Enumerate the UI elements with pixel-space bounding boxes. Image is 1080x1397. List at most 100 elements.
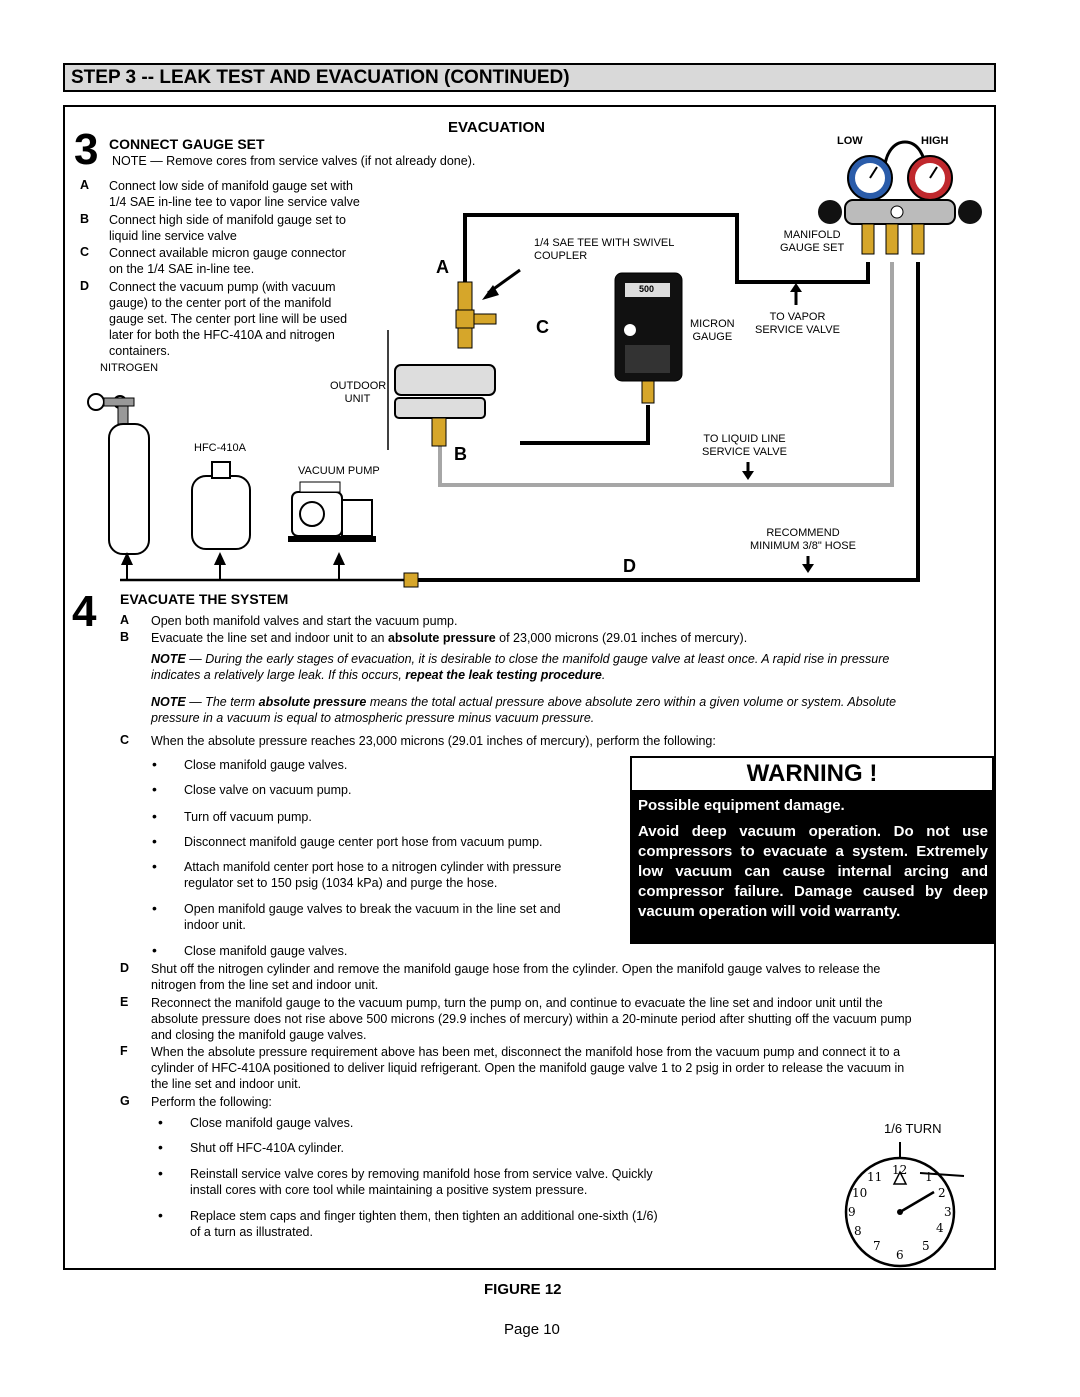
note-early-stages: NOTE — During the early stages of evacua… bbox=[151, 651, 889, 683]
s4-e-letter: E bbox=[120, 995, 129, 1009]
section-title: STEP 3 -- LEAK TEST AND EVACUATION (CONT… bbox=[71, 67, 570, 88]
high-side-hose bbox=[438, 262, 894, 487]
diagram-letter-c: C bbox=[536, 317, 549, 337]
c-bullet-5-line1: Attach manifold center port hose to a ni… bbox=[184, 860, 562, 874]
s4-d-text: Shut off the nitrogen cylinder and remov… bbox=[151, 961, 880, 993]
warning-subtitle: Possible equipment damage. bbox=[638, 797, 845, 814]
s4-a-text: Open both manifold valves and start the … bbox=[151, 614, 458, 628]
diagram-letter-a: A bbox=[436, 257, 449, 277]
clock-2: 2 bbox=[938, 1186, 946, 1200]
vacuum-pump bbox=[288, 481, 376, 542]
hfc-label: HFC-410A bbox=[194, 442, 246, 454]
g-bullet-4-dot: • bbox=[158, 1207, 163, 1223]
item-c-letter: C bbox=[80, 245, 90, 259]
diagram-letter-b: B bbox=[454, 444, 467, 464]
s4-g-text: Perform the following: bbox=[151, 1095, 272, 1109]
s4-b-post: of 23,000 microns (29.01 inches of mercu… bbox=[495, 631, 748, 645]
s4-a-letter: A bbox=[120, 613, 130, 627]
item-d-letter: D bbox=[80, 279, 90, 293]
c-bullet-1: Close manifold gauge valves. bbox=[184, 758, 348, 772]
g-bullet-4: Replace stem caps and finger tighten the… bbox=[190, 1208, 658, 1240]
c-bullet-5-dot: • bbox=[152, 858, 157, 874]
micron-label-2: GAUGE bbox=[692, 331, 733, 343]
c-bullet-6: Open manifold gauge valves to break the … bbox=[184, 901, 561, 933]
vapor-label-2: SERVICE VALVE bbox=[755, 324, 840, 336]
g-bullet-4-line1: Replace stem caps and finger tighten the… bbox=[190, 1209, 658, 1223]
g-bullet-1-dot: • bbox=[158, 1114, 163, 1130]
c-bullet-1-dot: • bbox=[152, 756, 157, 772]
s4-c-letter: C bbox=[120, 733, 130, 747]
liquid-label-1: TO LIQUID LINE bbox=[703, 433, 786, 445]
step-4-number: 4 bbox=[72, 587, 97, 636]
c-bullet-4: Disconnect manifold gauge center port ho… bbox=[184, 835, 543, 849]
tee-label-1: 1/4 SAE TEE WITH SWIVEL bbox=[534, 237, 675, 249]
s4-b-pre: Evacuate the line set and indoor unit to… bbox=[151, 631, 388, 645]
warning-title: WARNING ! bbox=[630, 756, 994, 792]
g-bullet-1: Close manifold gauge valves. bbox=[190, 1116, 354, 1130]
note-absolute-pressure: NOTE — The term absolute pressure means … bbox=[151, 694, 896, 726]
item-c-line1: Connect available micron gauge connector bbox=[109, 246, 346, 260]
s4-g-letter: G bbox=[120, 1094, 130, 1108]
note1-line2-pre: indicates a relatively large leak. If th… bbox=[151, 668, 406, 682]
warning-box: Possible equipment damage. Avoid deep va… bbox=[630, 792, 994, 944]
micron-display: 500 bbox=[639, 284, 655, 294]
s4-f-line2: cylinder of HFC-410A positioned to deliv… bbox=[151, 1061, 905, 1075]
clock-label: 1/6 TURN bbox=[884, 1121, 942, 1136]
nitrogen-label: NITROGEN bbox=[100, 362, 159, 374]
up-arrows bbox=[121, 552, 345, 580]
hfc-cylinder bbox=[191, 461, 251, 550]
clock-4: 4 bbox=[936, 1221, 944, 1235]
s4-d-line1: Shut off the nitrogen cylinder and remov… bbox=[151, 962, 881, 976]
item-d-line1: Connect the vacuum pump (with vacuum bbox=[109, 280, 336, 294]
g-bullet-2: Shut off HFC-410A cylinder. bbox=[190, 1141, 345, 1155]
g-bullet-3-dot: • bbox=[158, 1165, 163, 1181]
service-valve-assembly bbox=[387, 281, 497, 450]
high-label: HIGH bbox=[921, 135, 949, 147]
micron-gauge bbox=[614, 272, 683, 404]
page-number: Page 10 bbox=[504, 1321, 560, 1338]
item-b-letter: B bbox=[80, 212, 90, 226]
nitrogen-cylinder bbox=[87, 393, 150, 555]
step-3-note: NOTE — Remove cores from service valves … bbox=[112, 153, 475, 169]
c-bullet-5: Attach manifold center port hose to a ni… bbox=[184, 859, 561, 891]
item-a-line1: Connect low side of manifold gauge set w… bbox=[109, 179, 353, 193]
note2-line1-pre: — The term bbox=[185, 695, 259, 709]
s4-e-line3: and closing the manifold gauge valves. bbox=[151, 1028, 367, 1042]
s4-c-text: When the absolute pressure reaches 23,00… bbox=[151, 734, 716, 748]
evacuation-heading: EVACUATION bbox=[448, 119, 545, 136]
s4-b-bold: absolute pressure bbox=[387, 631, 496, 645]
note-text: — Remove cores from service valves (if n… bbox=[146, 154, 476, 168]
evacuate-title: EVACUATE THE SYSTEM bbox=[120, 591, 289, 607]
s4-b-text: Evacuate the line set and indoor unit to… bbox=[151, 630, 747, 646]
note1-dash: — bbox=[185, 652, 206, 666]
item-a-letter: A bbox=[80, 178, 90, 192]
s4-f-text: When the absolute pressure requirement a… bbox=[151, 1044, 904, 1092]
note2-line1-post: means the total actual pressure above ab… bbox=[366, 695, 897, 709]
micron-hose bbox=[520, 405, 650, 445]
g-bullet-2-dot: • bbox=[158, 1139, 163, 1155]
liquid-label-2: SERVICE VALVE bbox=[702, 446, 787, 458]
c-bullet-6-line1: Open manifold gauge valves to break the … bbox=[184, 902, 561, 916]
g-bullet-3-line2: install cores with core tool while maint… bbox=[190, 1183, 588, 1197]
clock-illustration bbox=[844, 1142, 965, 1268]
c-bullet-7: Close manifold gauge valves. bbox=[184, 944, 348, 958]
step-3-number: 3 bbox=[74, 125, 99, 174]
pump-fitting bbox=[403, 572, 419, 588]
note2-label: NOTE bbox=[151, 695, 186, 709]
low-label: LOW bbox=[837, 135, 863, 147]
outdoor-label-1: OUTDOOR bbox=[330, 380, 387, 392]
c-bullet-7-dot: • bbox=[152, 942, 157, 958]
manifold-label-1: MANIFOLD bbox=[783, 229, 841, 241]
item-b-text: Connect high side of manifold gauge set … bbox=[109, 212, 346, 244]
vapor-label-1: TO VAPOR bbox=[769, 311, 826, 323]
note2-line1-bold: absolute pressure bbox=[258, 695, 367, 709]
clock-9: 9 bbox=[848, 1205, 856, 1219]
clock-6: 6 bbox=[896, 1248, 904, 1262]
